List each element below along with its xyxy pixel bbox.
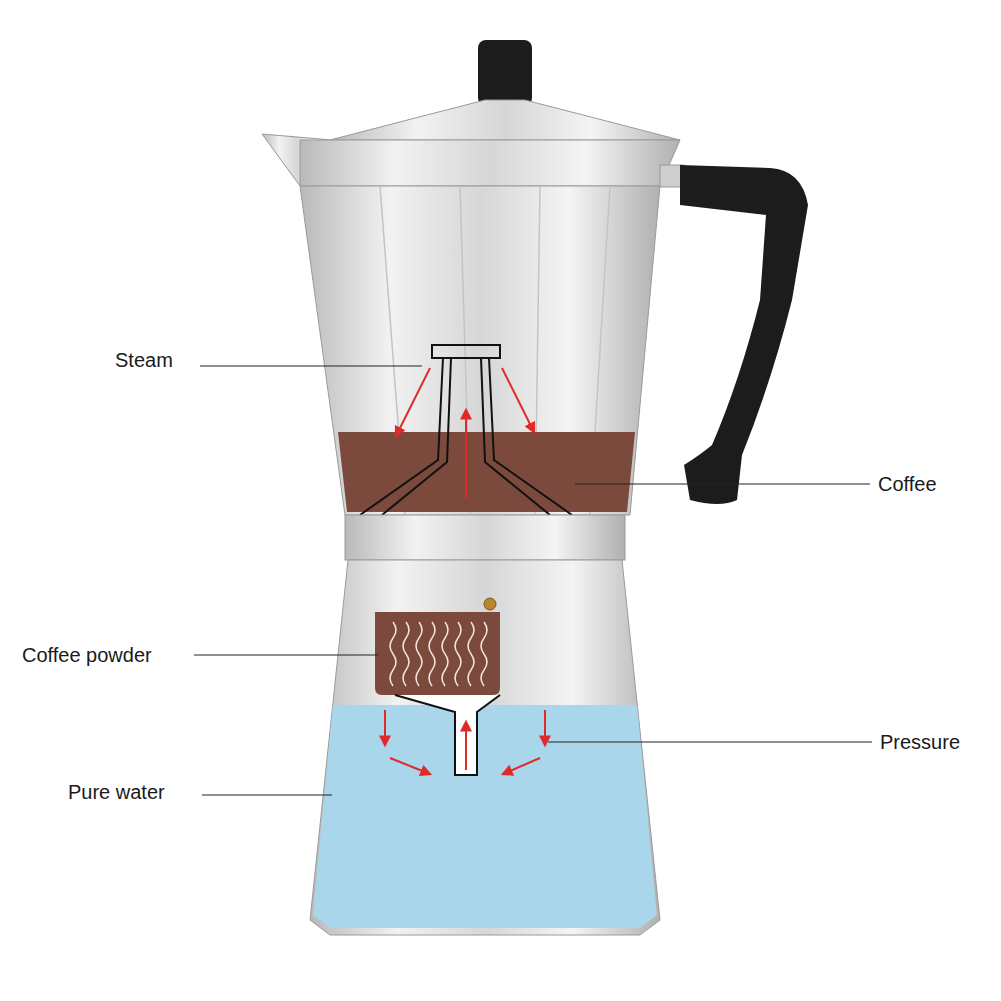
lower-chamber [310,560,660,935]
pressure-arrows [385,710,545,774]
lid-knob [478,40,532,106]
handle [680,165,808,504]
callout-label: Pure water [66,780,167,804]
chimney-outline [360,345,572,515]
safety-valve [484,598,496,610]
callout-label: Coffee [876,472,939,496]
middle-ring [345,515,625,560]
callout-label: Coffee powder [20,643,154,667]
leader-lines [194,366,872,795]
steam-arrows [396,368,534,498]
coffee-powder-basket [375,612,500,695]
upper-rim [300,140,680,186]
powder-waves [390,622,487,686]
callout-label: Pressure [878,730,962,754]
water-fill [313,705,657,928]
callout-label: Steam [113,348,175,372]
funnel-tube [395,695,500,775]
lid [330,100,680,140]
upper-chamber [300,186,660,515]
